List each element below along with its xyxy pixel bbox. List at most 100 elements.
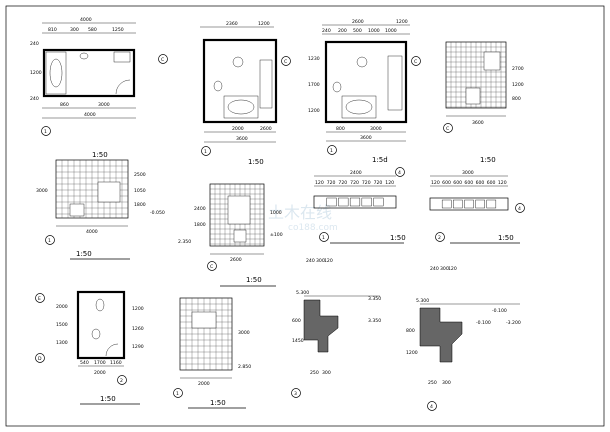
plan1-dim-top-a: 810 [48,27,57,33]
elev4-axis-bubble [443,123,453,133]
detail2-sub-dim: 120 [431,180,440,186]
detail2-sub-dim: 600 [442,180,451,186]
elev4-axis: C [446,126,449,132]
elev6-outline [209,183,265,247]
section4-dim-top-a: 240 [430,266,439,272]
detail2-cell [453,199,463,209]
plan7-door-swing [105,343,119,357]
detail2-axis-bubble-2 [435,232,445,242]
plan2-shelf [259,59,273,109]
plan1-dim-top-d: 1250 [112,27,124,33]
plan3-dim-top-a: 2600 [352,19,364,25]
section3-axis: 3 [294,391,297,397]
section4-dim-bottom-a: 250 [428,380,437,386]
elev6-dim-right-a: 1000 [270,210,282,216]
plan1-dim-top-b: 300 [70,27,79,33]
section3-dim-bottom-a: 250 [310,370,319,376]
scale-label-plan7: 1:50 [100,395,116,403]
section3-elev-c: 3.350 [368,318,381,324]
elev6-axis: C [210,264,213,270]
plan3-dim-top2-e: 1000 [385,28,397,34]
elev6-dim-bottom: 2600 [230,257,242,263]
plan7-basin [95,298,105,312]
detail2-axis-bubble-4 [515,203,525,213]
plan1-axis-1: 1 [44,129,47,135]
plan3-bathtub [341,95,377,119]
plan1-dim-bottom-a: 860 [60,102,69,108]
plan7-dim-bottom-total: 2000 [94,370,106,376]
elev6-door [227,195,251,225]
section3-dim-left-b: 1450 [292,338,304,344]
plan3-dim-bottom-total: 3600 [360,135,372,141]
elev5-dim-left: 3000 [36,188,48,194]
detail2-dim-top: 3000 [462,170,474,176]
detail1-axis-bubble-4 [395,167,405,177]
plan-3: 2600 1200 240 200 500 1000 1000 800 3000… [308,19,421,155]
detail1-sub-dim: 120 [385,180,394,186]
plan1-axis-bubble-1 [41,126,51,136]
plan3-axis-bubble-c [411,56,421,66]
detail1-sub-dim: 120 [315,180,324,186]
scale-label-b: 1:50 [248,158,264,166]
elev8-axis: 1 [176,391,179,397]
detail2-cell [441,199,452,209]
elev5-dim-bottom: 4000 [86,229,98,235]
scale-label-d: 1:50 [480,156,496,164]
section4-axis: 4 [430,404,433,410]
elev8-tile-grid [180,298,232,370]
plan3-axis-c: C [414,59,417,65]
plan2-tub-basin [227,99,255,115]
plan1-walls [42,48,136,98]
elev8-elev-mark: 2.850 [238,364,251,370]
section4-dim-left-a: 800 [406,328,415,334]
elev8-axis-bubble [173,388,183,398]
detail1-cell [373,197,384,207]
plan1-dim-left-c: 240 [30,96,39,102]
plan2-dim-top-a: 2360 [226,21,238,27]
plan2-dim-bottom-a: 2000 [232,126,244,132]
plan7-axis-e: E [38,296,41,302]
plan3-dim-top2-b: 200 [338,28,347,34]
scale-label-c: 1:5d [372,156,388,164]
section4-profile [419,307,463,363]
elevation-8: 3000 2.850 2000 1 1:50 [173,297,251,409]
plan3-dim-top2-a: 240 [322,28,331,34]
elev5-window [97,181,121,203]
elev5-axis: 1 [48,238,51,244]
plan7-dim-left-b: 1500 [56,322,68,328]
plan7-dim-bottom-b: 1700 [94,360,106,366]
detail2-cell [486,199,497,209]
elev8-mirror [191,311,217,329]
elev4-dim-bottom: 3600 [472,120,484,126]
detail1-sub-dim: 720 [374,180,383,186]
detail1-cell [326,197,337,207]
plan7-dim-right-c: 1290 [132,344,144,350]
elev8-dim-bottom: 2000 [198,381,210,387]
detail1-cell [349,197,361,207]
detail1-sub-dim: 720 [350,180,359,186]
elev5-dim-right-a: 2500 [134,172,146,178]
plan1-axis-c: C [161,57,164,63]
detail1-cells [326,197,384,207]
watermark: 土木在线 co188.com [268,203,338,233]
plan1-bathtub [45,51,67,95]
plan1-dim-top-total: 4000 [80,17,92,23]
section-4: 240 300 120 5.300 -0.100 -0.100 -3.200 8… [406,266,521,411]
section4-elev-a: 5.300 [416,298,429,304]
plan3-dim-top-b: 1200 [396,19,408,25]
detail2-sub-dim: 600 [476,180,485,186]
plan7-axis-2: 2 [120,378,123,384]
plan1-door-swing [115,79,131,95]
detail1-sub-dim: 720 [362,180,371,186]
elev4-dim-right-c: 800 [512,96,521,102]
plan3-dim-left-c: 1200 [308,108,320,114]
elevation-5: 3000 2500 1050 1800 -0.050 4000 1 1:50 1… [36,151,165,260]
plan7-toilet [91,328,101,340]
elev6-toilet [233,229,247,243]
plan7-dim-bottom-c: 1160 [110,360,122,366]
section4-axis-bubble [427,401,437,411]
